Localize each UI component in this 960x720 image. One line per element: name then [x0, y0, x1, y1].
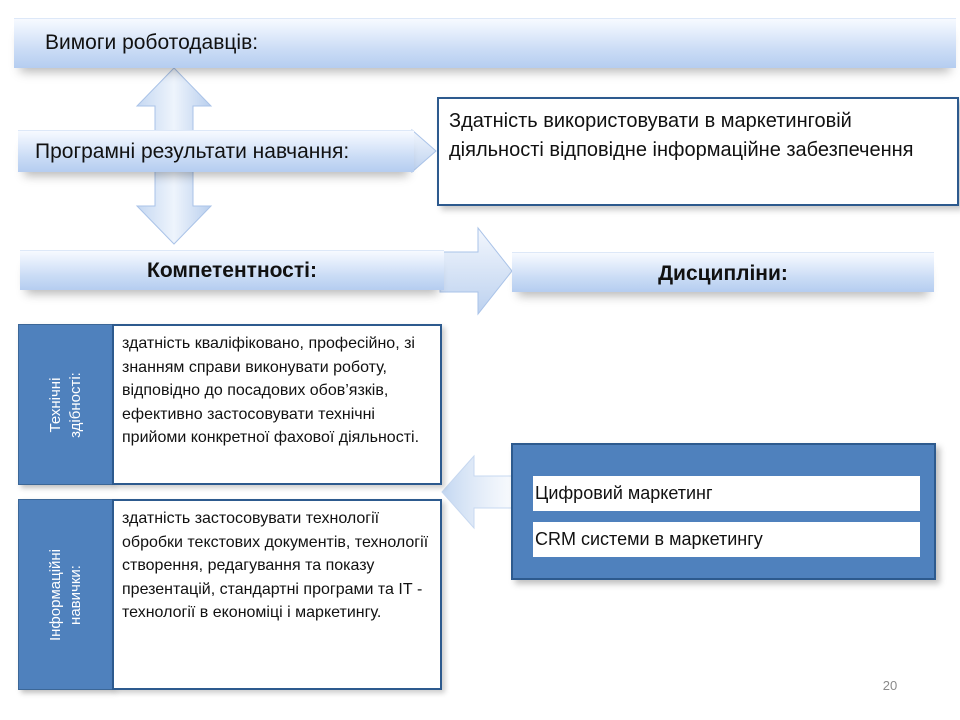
competences-banner: Компетентності: [20, 250, 444, 290]
competences-to-disciplines-arrow [439, 226, 513, 316]
technical-abilities-label: Технічні здібності: [46, 371, 84, 438]
technical-abilities-description: здатність кваліфіковано, професійно, зі … [112, 324, 442, 485]
employers-requirements-banner: Вимоги роботодавців: [14, 18, 956, 68]
disciplines-label: Дисципліни: [658, 262, 788, 285]
discipline-item-crm-systems: CRM системи в маркетингу [533, 522, 920, 557]
learning-outcome-box: Здатність використовувати в маркетингові… [437, 97, 959, 206]
disciplines-panel [511, 443, 936, 580]
page-number: 20 [882, 678, 898, 693]
competences-label: Компетентності: [147, 259, 317, 282]
disciplines-to-skills-arrow [441, 454, 513, 530]
learning-outcomes-label: Програмні результати навчання: [35, 140, 350, 163]
employers-requirements-label: Вимоги роботодавців: [45, 31, 259, 54]
information-skills-description: здатність застосовувати технології оброб… [112, 499, 442, 690]
learning-outcomes-banner: Програмні результати навчання: [18, 130, 414, 172]
information-skills-label: Інформаційні навички: [46, 548, 84, 641]
disciplines-banner: Дисципліни: [512, 252, 934, 292]
information-skills-label-box: Інформаційні навички: [18, 499, 113, 690]
technical-abilities-label-box: Технічні здібності: [18, 324, 113, 485]
outcome-chevron-arrow [411, 128, 437, 174]
discipline-item-digital-marketing: Цифровий маркетинг [533, 476, 920, 511]
